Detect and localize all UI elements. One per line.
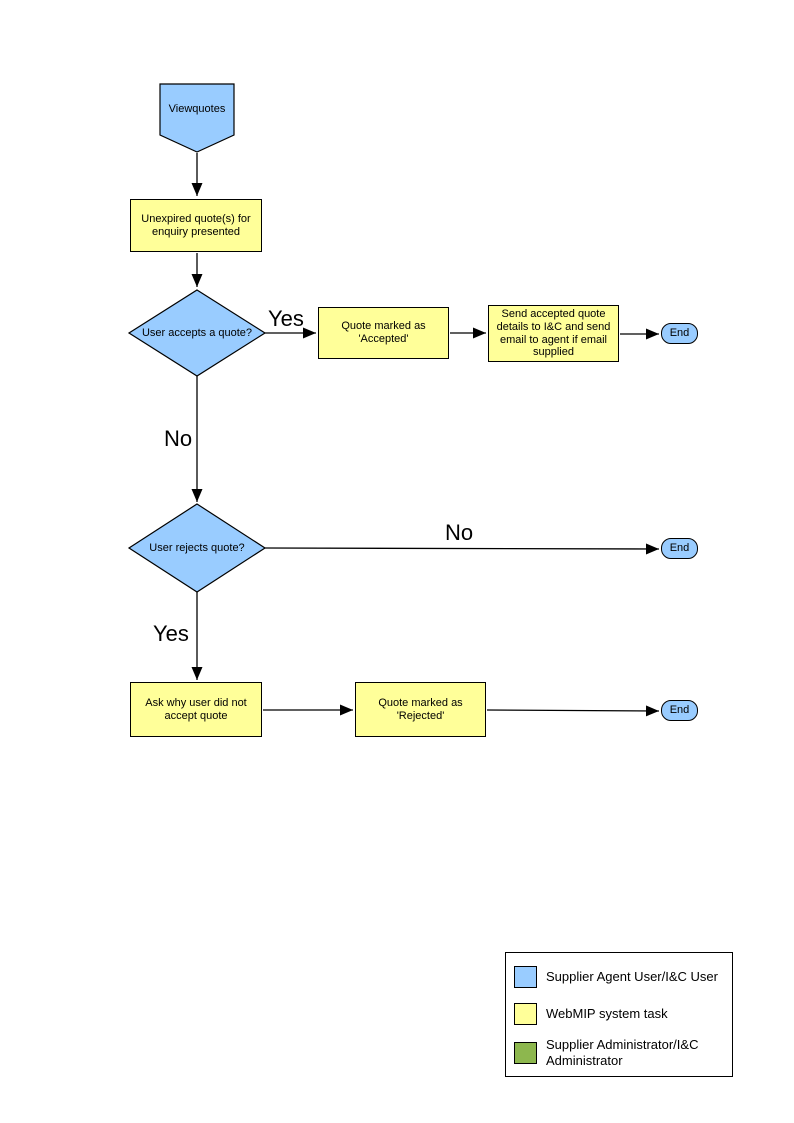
legend-item-webmip-system-task: WebMIP system task <box>514 1003 726 1025</box>
start-pentagon-label: Viewquotes <box>168 102 226 115</box>
legend-box: Supplier Agent User/I&C User WebMIP syst… <box>505 952 733 1077</box>
arrow-rejected-to-end3 <box>486 705 660 717</box>
legend-swatch-green <box>514 1041 537 1064</box>
terminator-end-1: End <box>661 323 698 344</box>
legend-swatch-yellow <box>514 1003 537 1025</box>
arrow-rejects-no-to-end2 <box>264 543 660 555</box>
edge-label-accept-yes: Yes <box>268 306 304 331</box>
task-mark-rejected: Quote marked as 'Rejected' <box>355 682 486 737</box>
legend-swatch-blue <box>514 966 537 988</box>
legend-item-supplier-agent-user: Supplier Agent User/I&C User <box>514 966 726 988</box>
legend-label: Supplier Agent User/I&C User <box>546 969 718 985</box>
legend-label: WebMIP system task <box>546 1006 668 1022</box>
terminator-end-2: End <box>661 538 698 559</box>
edge-label-reject-no: No <box>445 520 474 545</box>
terminator-end-3: End <box>661 700 698 721</box>
legend-label: Supplier Administrator/I&C Administrator <box>546 1037 699 1068</box>
task-unexpired-quotes: Unexpired quote(s) for enquiry presented <box>130 199 262 252</box>
task-ask-why: Ask why user did not accept quote <box>130 682 262 737</box>
legend-item-supplier-administrator: Supplier Administrator/I&C Administrator <box>514 1037 726 1068</box>
decision-accepts-label: User accepts a quote? <box>141 326 253 339</box>
task-mark-accepted: Quote marked as 'Accepted' <box>318 307 449 359</box>
task-send-details: Send accepted quote details to I&C and s… <box>488 305 619 362</box>
edge-label-accept-no: No <box>164 426 193 451</box>
edge-label-reject-yes: Yes <box>153 621 189 646</box>
start-pentagon-shape <box>159 83 235 153</box>
decision-rejects-label: User rejects quote? <box>149 541 245 554</box>
